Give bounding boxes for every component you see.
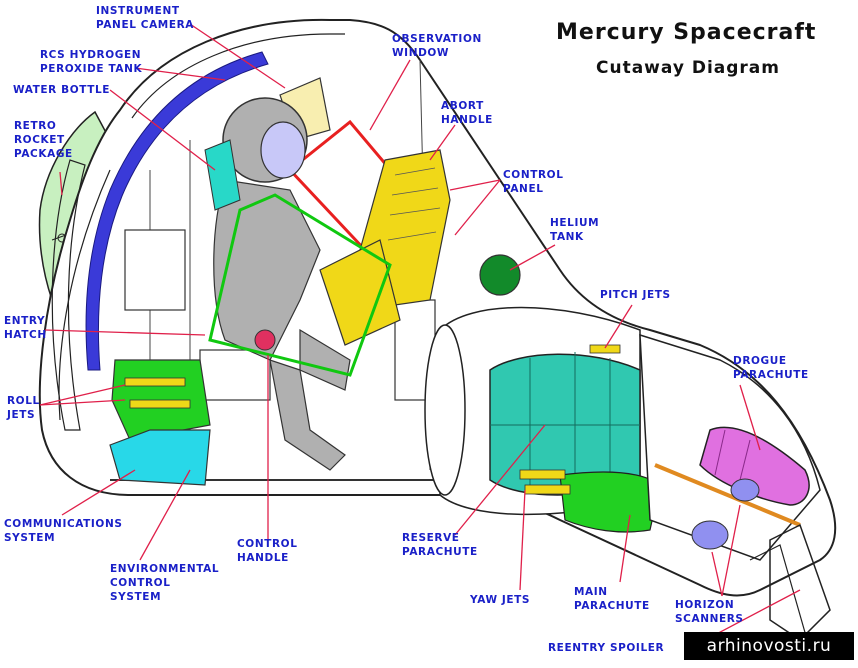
label-environmental-control: ENVIRONMENTAL CONTROL SYSTEM	[110, 563, 220, 603]
horizon-scanners	[691, 478, 760, 550]
label-pitch-jets: PITCH JETS	[600, 289, 671, 301]
water-bottle	[204, 139, 241, 211]
pilot-figure	[213, 97, 351, 471]
label-helium-tank: HELIUM TANK	[550, 217, 600, 243]
label-entry-hatch: ENTRY HATCH	[4, 315, 47, 341]
label-main-parachute: MAIN PARACHUTE	[574, 586, 650, 612]
label-abort-handle: ABORT HANDLE	[441, 100, 493, 126]
label-retro-rocket: RETRO ROCKET PACKAGE	[14, 120, 73, 160]
main-parachute	[559, 471, 661, 533]
label-reentry-spoiler: REENTRY SPOILER	[548, 642, 665, 654]
label-control-handle: CONTROL HANDLE	[237, 538, 298, 564]
drogue-parachute	[699, 426, 810, 506]
communications-system	[109, 429, 211, 486]
label-rcs-tank: RCS HYDROGEN PEROXIDE TANK	[40, 49, 143, 75]
antenna-rod	[654, 463, 801, 527]
label-horizon-scanners: HORIZON SCANNERS	[675, 599, 744, 625]
seat-green-frame	[208, 193, 392, 377]
label-yaw-jets: YAW JETS	[470, 594, 531, 606]
helium-tank	[479, 254, 521, 296]
control-handle-part	[254, 329, 276, 351]
label-control-panel: CONTROL PANEL	[503, 169, 564, 195]
label-reserve-parachute: RESERVE PARACHUTE	[402, 532, 478, 558]
yaw-jets	[519, 469, 566, 480]
label-instrument-panel-camera: INSTRUMENT PANEL CAMERA	[96, 5, 195, 31]
diagram-title: Mercury Spacecraft	[556, 20, 817, 45]
label-roll-jets: ROLL JETS	[7, 395, 40, 421]
label-communications-system: COMMUNICATIONS SYSTEM	[4, 518, 123, 544]
label-drogue-parachute: DROGUE PARACHUTE	[733, 355, 809, 381]
label-observation-window: OBSERVATION WINDOW	[392, 33, 482, 59]
leader-lines	[39, 23, 801, 649]
watermark: arhinovosti.ru	[684, 632, 854, 660]
pitch-jets	[589, 344, 621, 354]
diagram-subtitle: Cutaway Diagram	[596, 58, 780, 78]
reentry-spoiler	[769, 523, 831, 641]
label-water-bottle: WATER BOTTLE	[13, 84, 111, 96]
